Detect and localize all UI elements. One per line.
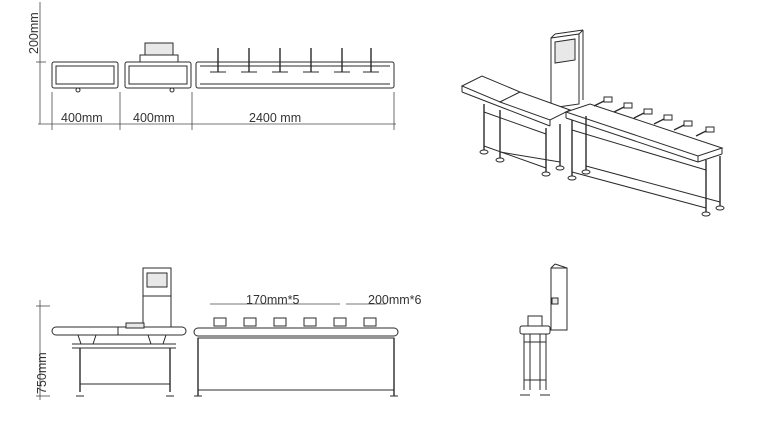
reject-pads-front: [213, 317, 377, 327]
side-view: [519, 263, 568, 396]
isometric-view: [460, 29, 725, 217]
reject-arms-top: [210, 48, 379, 73]
dim-top-height: 200mm: [27, 12, 41, 54]
dim-end-spacing: 200mm*6: [368, 293, 422, 307]
dim-section-1: 400mm: [61, 111, 103, 125]
dim-section-2: 400mm: [133, 111, 175, 125]
dim-side-height: 750mm: [35, 352, 49, 394]
dim-section-3: 2400 mm: [249, 111, 301, 125]
reject-arms-iso: [593, 96, 715, 137]
front-view: 750mm 170mm*5 200mm*6: [35, 267, 422, 400]
top-view: 200mm: [27, 2, 396, 130]
dim-reject-spacing: 170mm*5: [246, 293, 300, 307]
